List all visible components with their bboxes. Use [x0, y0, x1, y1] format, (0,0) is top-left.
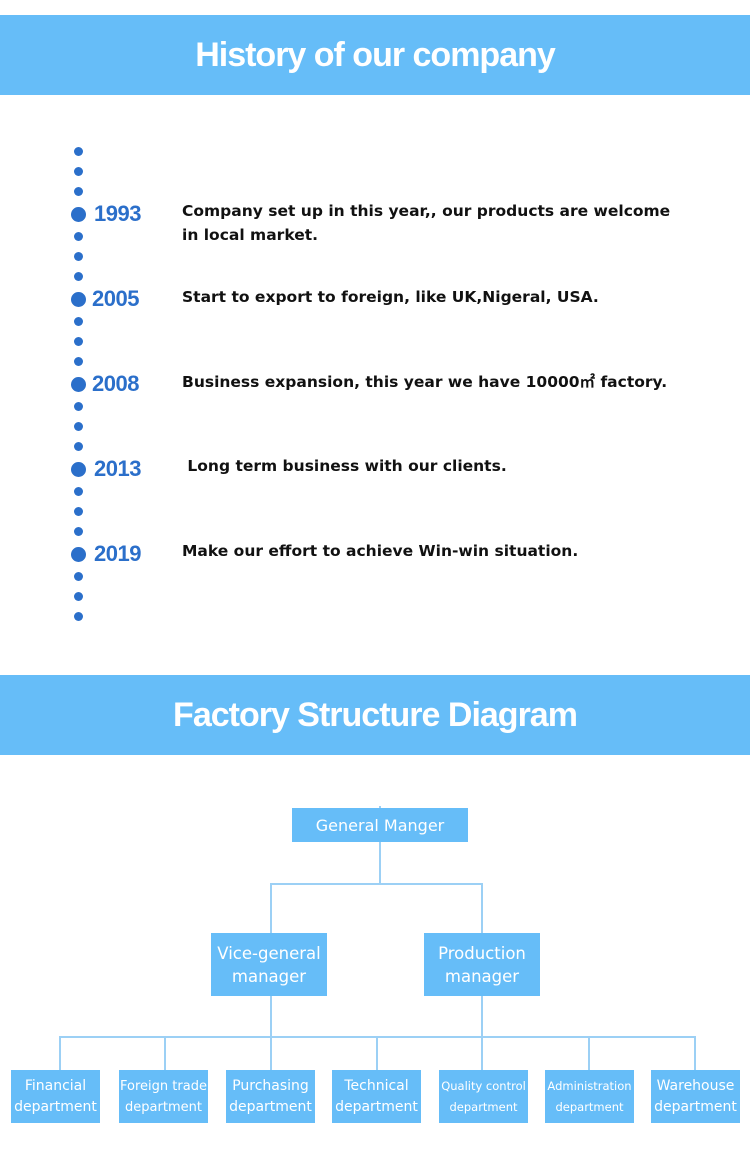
timeline-milestone-dot — [71, 292, 86, 307]
vice-general-manager-label: Vice-general manager — [217, 943, 321, 986]
connector-line — [270, 883, 272, 933]
timeline-year-2013: 2013 — [94, 456, 141, 481]
technical-department-label: Technical department — [335, 1077, 418, 1115]
timeline-event-2005: Start to export to foreign, like UK,Nige… — [182, 288, 599, 306]
administration-department-box: Administration department — [545, 1070, 634, 1123]
timeline-dot — [74, 507, 83, 516]
timeline-milestone-dot — [71, 207, 86, 222]
vice-general-manager-box: Vice-general manager — [211, 933, 327, 996]
timeline-dot — [74, 527, 83, 536]
timeline-year-2008: 2008 — [92, 371, 139, 396]
warehouse-department-box: Warehouse department — [651, 1070, 740, 1123]
quality-control-department-label: Quality control department — [441, 1078, 526, 1114]
timeline-dot — [74, 167, 83, 176]
timeline-event-2019: Make our effort to achieve Win-win situa… — [182, 542, 579, 560]
timeline-dot — [74, 487, 83, 496]
financial-department-box: Financial department — [11, 1070, 100, 1123]
timeline-dot — [74, 147, 83, 156]
production-manager-box: Production manager — [424, 933, 540, 996]
general-manager-label: General Manger — [315, 815, 445, 835]
structure-title: Factory Structure Diagram — [173, 695, 578, 734]
technical-department-box: Technical department — [332, 1070, 421, 1123]
timeline-dot — [74, 317, 83, 326]
timeline-year-2005: 2005 — [92, 286, 139, 311]
history-title: History of our company — [195, 35, 556, 74]
foreign-trade-department-box: Foreign trade department — [119, 1070, 208, 1123]
connector-line — [59, 1036, 61, 1070]
connector-line — [694, 1036, 696, 1070]
quality-control-department-box: Quality control department — [439, 1070, 528, 1123]
timeline-dot — [74, 232, 83, 241]
timeline-dot — [74, 612, 83, 621]
timeline-dot — [74, 252, 83, 261]
connector-line — [481, 883, 483, 933]
connector-line — [588, 1036, 590, 1070]
history-banner: History of our company — [0, 15, 750, 95]
connector-line — [270, 996, 272, 1037]
timeline-dot — [74, 592, 83, 601]
timeline-year-1993: 1993 — [94, 201, 141, 226]
timeline-dot — [74, 442, 83, 451]
timeline-event-1993: Company set up in this year,, our produc… — [182, 202, 671, 244]
timeline-milestone-dot — [71, 462, 86, 477]
warehouse-department-label: Warehouse department — [654, 1077, 737, 1115]
production-manager-label: Production manager — [438, 943, 526, 986]
foreign-trade-department-label: Foreign trade department — [120, 1078, 207, 1115]
connector-line — [481, 1036, 483, 1070]
timeline-dot — [74, 572, 83, 581]
purchasing-department-box: Purchasing department — [226, 1070, 315, 1123]
timeline-milestone-dot — [71, 547, 86, 562]
timeline-event-2008: Business expansion, this year we have 10… — [182, 373, 668, 391]
timeline-year-2019: 2019 — [94, 541, 141, 566]
timeline-dot — [74, 402, 83, 411]
connector-line — [270, 1036, 272, 1070]
timeline-dot — [74, 422, 83, 431]
timeline-dot — [74, 187, 83, 196]
structure-banner: Factory Structure Diagram — [0, 675, 750, 755]
timeline-dot — [74, 272, 83, 281]
connector-line — [376, 1036, 378, 1070]
purchasing-department-label: Purchasing department — [229, 1077, 312, 1115]
general-manager-box: General Manger — [292, 808, 468, 842]
timeline-event-2013: Long term business with our clients. — [182, 457, 507, 475]
financial-department-label: Financial department — [14, 1077, 97, 1115]
timeline-dot — [74, 357, 83, 366]
connector-line — [481, 996, 483, 1037]
connector-line — [164, 1036, 166, 1070]
connector-line — [270, 883, 483, 885]
timeline-dot — [74, 337, 83, 346]
timeline-milestone-dot — [71, 377, 86, 392]
connector-line — [379, 806, 381, 884]
administration-department-label: Administration department — [547, 1078, 632, 1114]
